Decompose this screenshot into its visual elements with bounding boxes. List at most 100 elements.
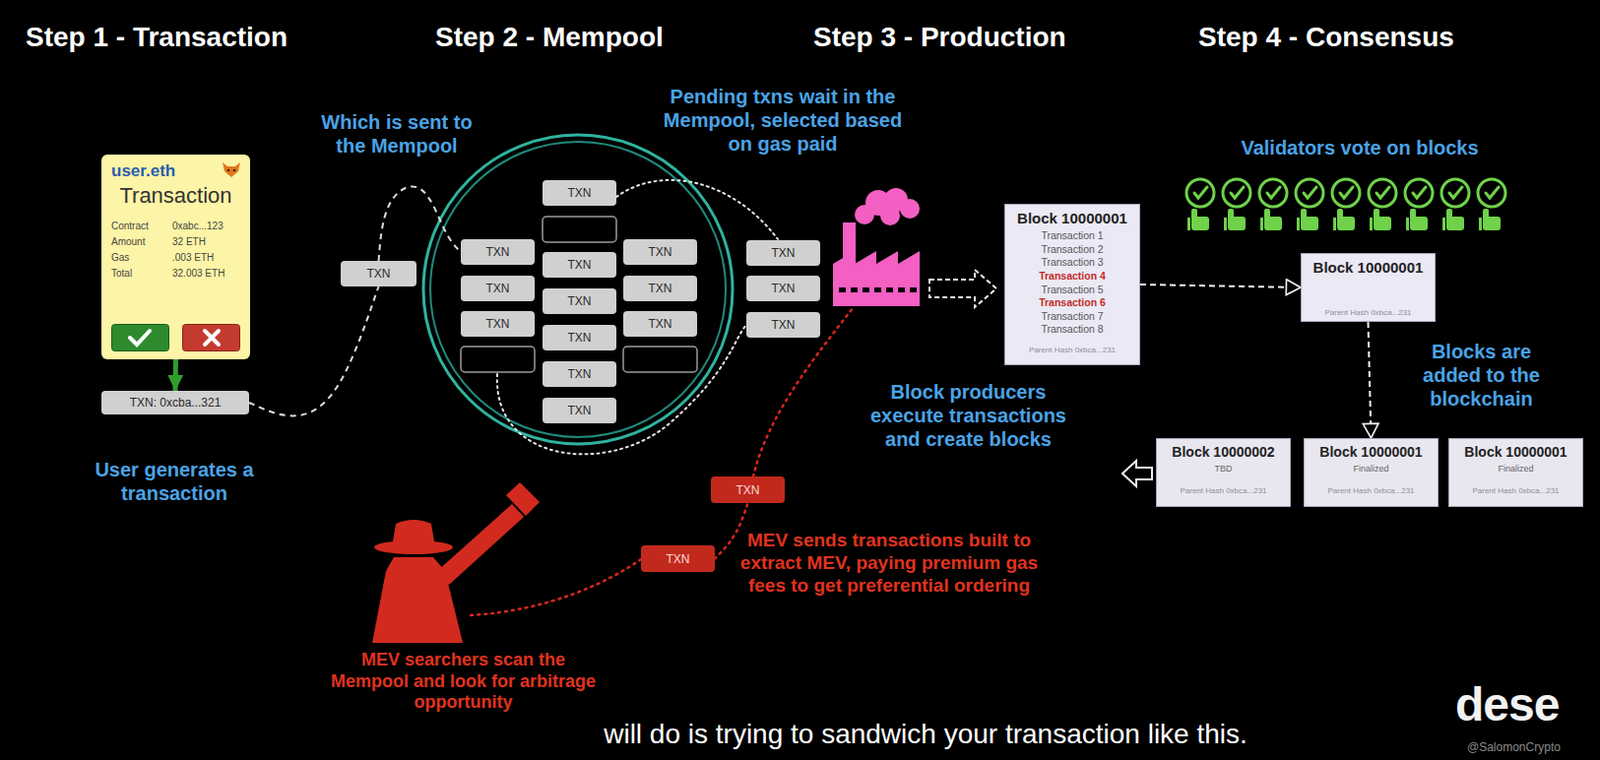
block-number: Block 10000001	[1307, 258, 1429, 276]
transaction-line: Transaction 3	[1011, 256, 1134, 270]
empty-slots	[460, 216, 698, 373]
factory-windows	[838, 287, 917, 293]
validator-icon	[1295, 179, 1324, 231]
factory-building	[832, 251, 920, 307]
txn-box: TXN	[746, 275, 821, 302]
transaction-line: Transaction 2	[1011, 243, 1134, 257]
voted-block-box: Block 10000001Parent Hash 0xbca...231	[1300, 253, 1436, 322]
transaction-line: Transaction 5	[1011, 283, 1134, 298]
txn-box: TXN	[542, 252, 617, 278]
txn-label: TXN	[367, 266, 391, 281]
validator-icon	[1441, 179, 1470, 231]
txn-box: TXN	[542, 361, 617, 387]
txn-box: TXN	[746, 312, 821, 338]
window	[862, 287, 870, 293]
txn-box: TXN	[623, 239, 698, 265]
txn-label: TXN	[648, 317, 673, 331]
transaction-line: Transaction 7	[1011, 310, 1134, 324]
txn-label: TXN	[568, 403, 592, 418]
field-label: Amount	[111, 235, 173, 250]
confirm-button	[112, 324, 170, 352]
fox-eye	[233, 169, 237, 173]
block-number: Block 10000001	[1011, 209, 1134, 227]
transaction-line: Transaction 6	[1011, 296, 1134, 311]
chain-block-box: Block 10000002TBDParent Hash 0xbca...231	[1155, 438, 1291, 508]
txn-label: TXN	[486, 245, 511, 259]
callout-text: User generates a transaction	[85, 457, 263, 506]
callout-text: Validators vote on blocks	[1202, 135, 1518, 160]
transaction-line: Transaction 8	[1011, 322, 1134, 337]
connector	[714, 503, 749, 560]
parent-hash: Parent Hash 0xbca...231	[1307, 308, 1429, 318]
wallet-title: Transaction	[111, 183, 241, 209]
hollow-arrow	[929, 269, 997, 308]
parent-hash: Parent Hash 0xbca...231	[1454, 486, 1578, 496]
spy-hat	[391, 519, 436, 548]
parent-hash: Parent Hash 0xbca...231	[1161, 486, 1285, 496]
txn-label: TXN	[771, 246, 796, 260]
connector	[379, 187, 462, 261]
mempool-ring-inner	[430, 141, 726, 438]
txn-box: TXN	[542, 288, 617, 315]
validator-icon	[1405, 179, 1433, 231]
transaction-line: Transaction 4	[1011, 269, 1134, 284]
txn-label: TXN	[648, 245, 673, 259]
txn-box: TXN	[460, 239, 535, 265]
watermark: @SalomonCrypto	[1467, 740, 1561, 755]
txn-label: TXN: 0xcba...321	[129, 395, 222, 410]
txn-box: TXN	[460, 311, 535, 337]
block-status: Finalized	[1454, 463, 1578, 474]
step-heading: Step 1 - Transaction	[25, 21, 288, 54]
txn-box: TXN	[542, 324, 617, 351]
block-number: Block 10000001	[1309, 444, 1433, 460]
logo-text: dese	[1455, 677, 1559, 732]
callout-text: Blocks are added to the blockchain	[1414, 339, 1548, 411]
txn-box: TXN	[340, 260, 417, 287]
block-number: Block 10000001	[1454, 444, 1578, 460]
empty-slot	[623, 346, 698, 373]
factory-icon	[832, 188, 920, 307]
chain-block-box: Block 10000001FinalizedParent Hash 0xbca…	[1303, 438, 1439, 508]
field-grid: Contract0xabc...123Amount32 ETHGas.003 E…	[111, 219, 241, 281]
step-heading: Step 4 - Consensus	[1198, 21, 1455, 54]
window	[897, 287, 905, 293]
mev-callout-text: MEV searchers scan the Mempool and look …	[327, 649, 599, 714]
txn-label: TXN	[486, 281, 511, 296]
dotted-path	[497, 324, 747, 454]
mev-txn-box: TXN	[710, 476, 785, 504]
block-box: Block 10000001Transaction 1Transaction 2…	[1004, 203, 1141, 366]
window	[850, 287, 858, 293]
mev-txn-box: TXN	[640, 545, 715, 573]
spy-telescope	[437, 504, 524, 585]
txn-label: TXN	[568, 186, 592, 200]
field-value: 32.003 ETH	[172, 266, 241, 281]
validator-icon	[1332, 179, 1360, 231]
txn-label: TXN	[568, 367, 592, 382]
fox-eye	[227, 169, 231, 173]
txn-box: TXN	[623, 311, 698, 337]
field-label: Gas	[111, 251, 173, 265]
validator-icon	[1222, 179, 1251, 231]
field-label: Contract	[111, 219, 173, 234]
txn-label: TXN	[568, 257, 592, 272]
validator-icon	[1186, 179, 1215, 231]
step-heading: Step 3 - Production	[813, 21, 1067, 54]
wallet-name: user.eth	[111, 160, 241, 182]
chain-block-box: Block 10000001FinalizedParent Hash 0xbca…	[1448, 438, 1584, 508]
txn-box: TXN	[542, 397, 617, 424]
window	[874, 287, 882, 293]
validator-icon	[1477, 179, 1506, 231]
transaction-line: Transaction 1	[1011, 229, 1134, 244]
fox-head	[222, 162, 241, 178]
smoke	[899, 198, 920, 219]
txn-label: TXN	[771, 318, 796, 332]
subtitle: will do is trying to sandwich your trans…	[433, 718, 1418, 751]
selection-paths	[497, 180, 778, 454]
block-number: Block 10000002	[1161, 444, 1285, 460]
check-mark	[129, 330, 150, 345]
txn-label: TXN	[736, 483, 761, 498]
connector	[1140, 284, 1301, 288]
callout-text: Pending txns wait in the Mempool, select…	[659, 84, 906, 156]
field-value: 0xabc...123	[172, 219, 241, 234]
